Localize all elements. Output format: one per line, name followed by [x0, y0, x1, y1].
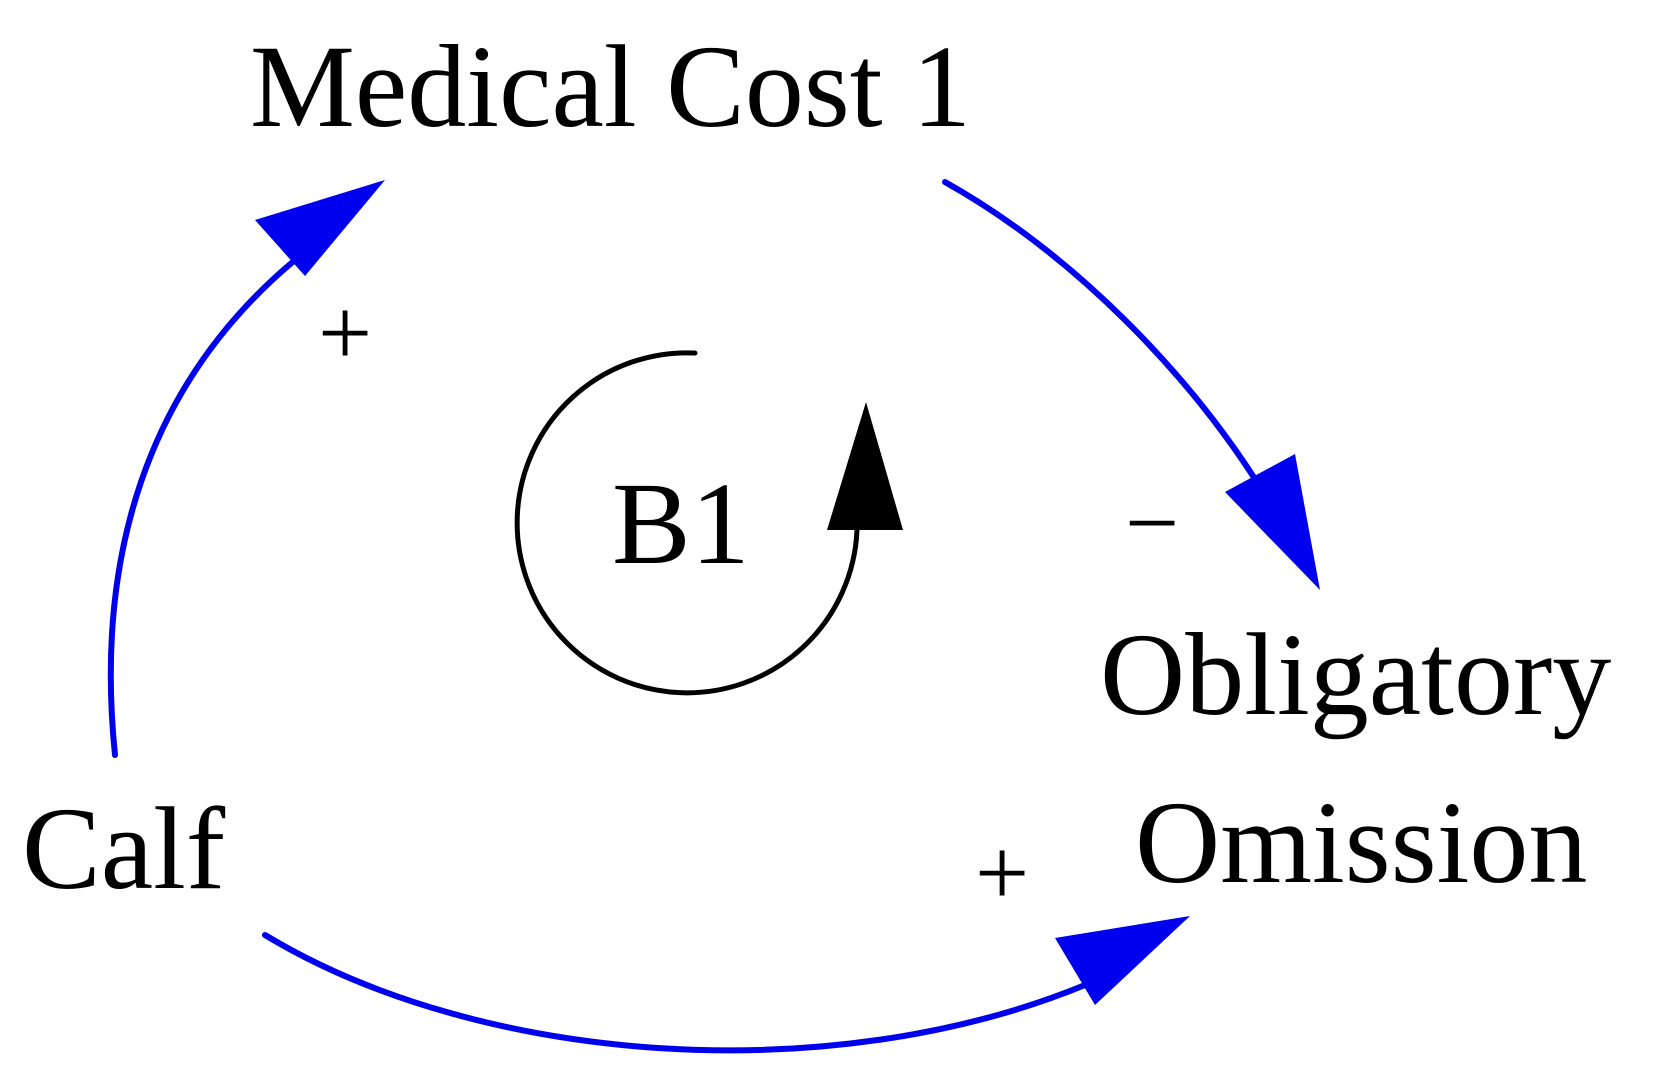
link-medical-cost-to-obligatory-omission[interactable]	[942, 179, 1320, 590]
link-calf-to-medical-cost-arrowhead	[255, 180, 385, 276]
loop-indicator-arc	[514, 350, 860, 696]
node-obligatory-omission-line2[interactable]: Omission	[1135, 777, 1587, 908]
link-calf-to-medical-cost-curve	[107, 257, 298, 758]
link-medical-cost-to-obligatory-omission-arrowhead	[1225, 454, 1320, 590]
link-calf-to-medical-cost[interactable]	[107, 180, 385, 758]
link-calf-to-obligatory-omission-arrowhead	[1055, 916, 1190, 1005]
link-medical-cost-to-obligatory-omission-curve	[942, 179, 1265, 493]
polarity-calf-to-obligatory-omission: +	[975, 819, 1029, 926]
loop-indicator-arrowhead	[827, 402, 903, 530]
polarity-calf-to-medical-cost: +	[318, 279, 372, 386]
node-obligatory-omission-line1[interactable]: Obligatory	[1100, 609, 1611, 740]
link-calf-to-obligatory-omission-curve	[262, 932, 1088, 1054]
node-calf[interactable]: Calf	[22, 783, 226, 914]
link-calf-to-obligatory-omission[interactable]	[262, 916, 1190, 1054]
polarity-medical-cost-to-obligatory-omission: −	[1125, 469, 1179, 576]
loop-label: B1	[612, 458, 750, 589]
loop-indicator-b1: B1	[514, 350, 903, 696]
node-medical-cost[interactable]: Medical Cost 1	[250, 21, 971, 152]
